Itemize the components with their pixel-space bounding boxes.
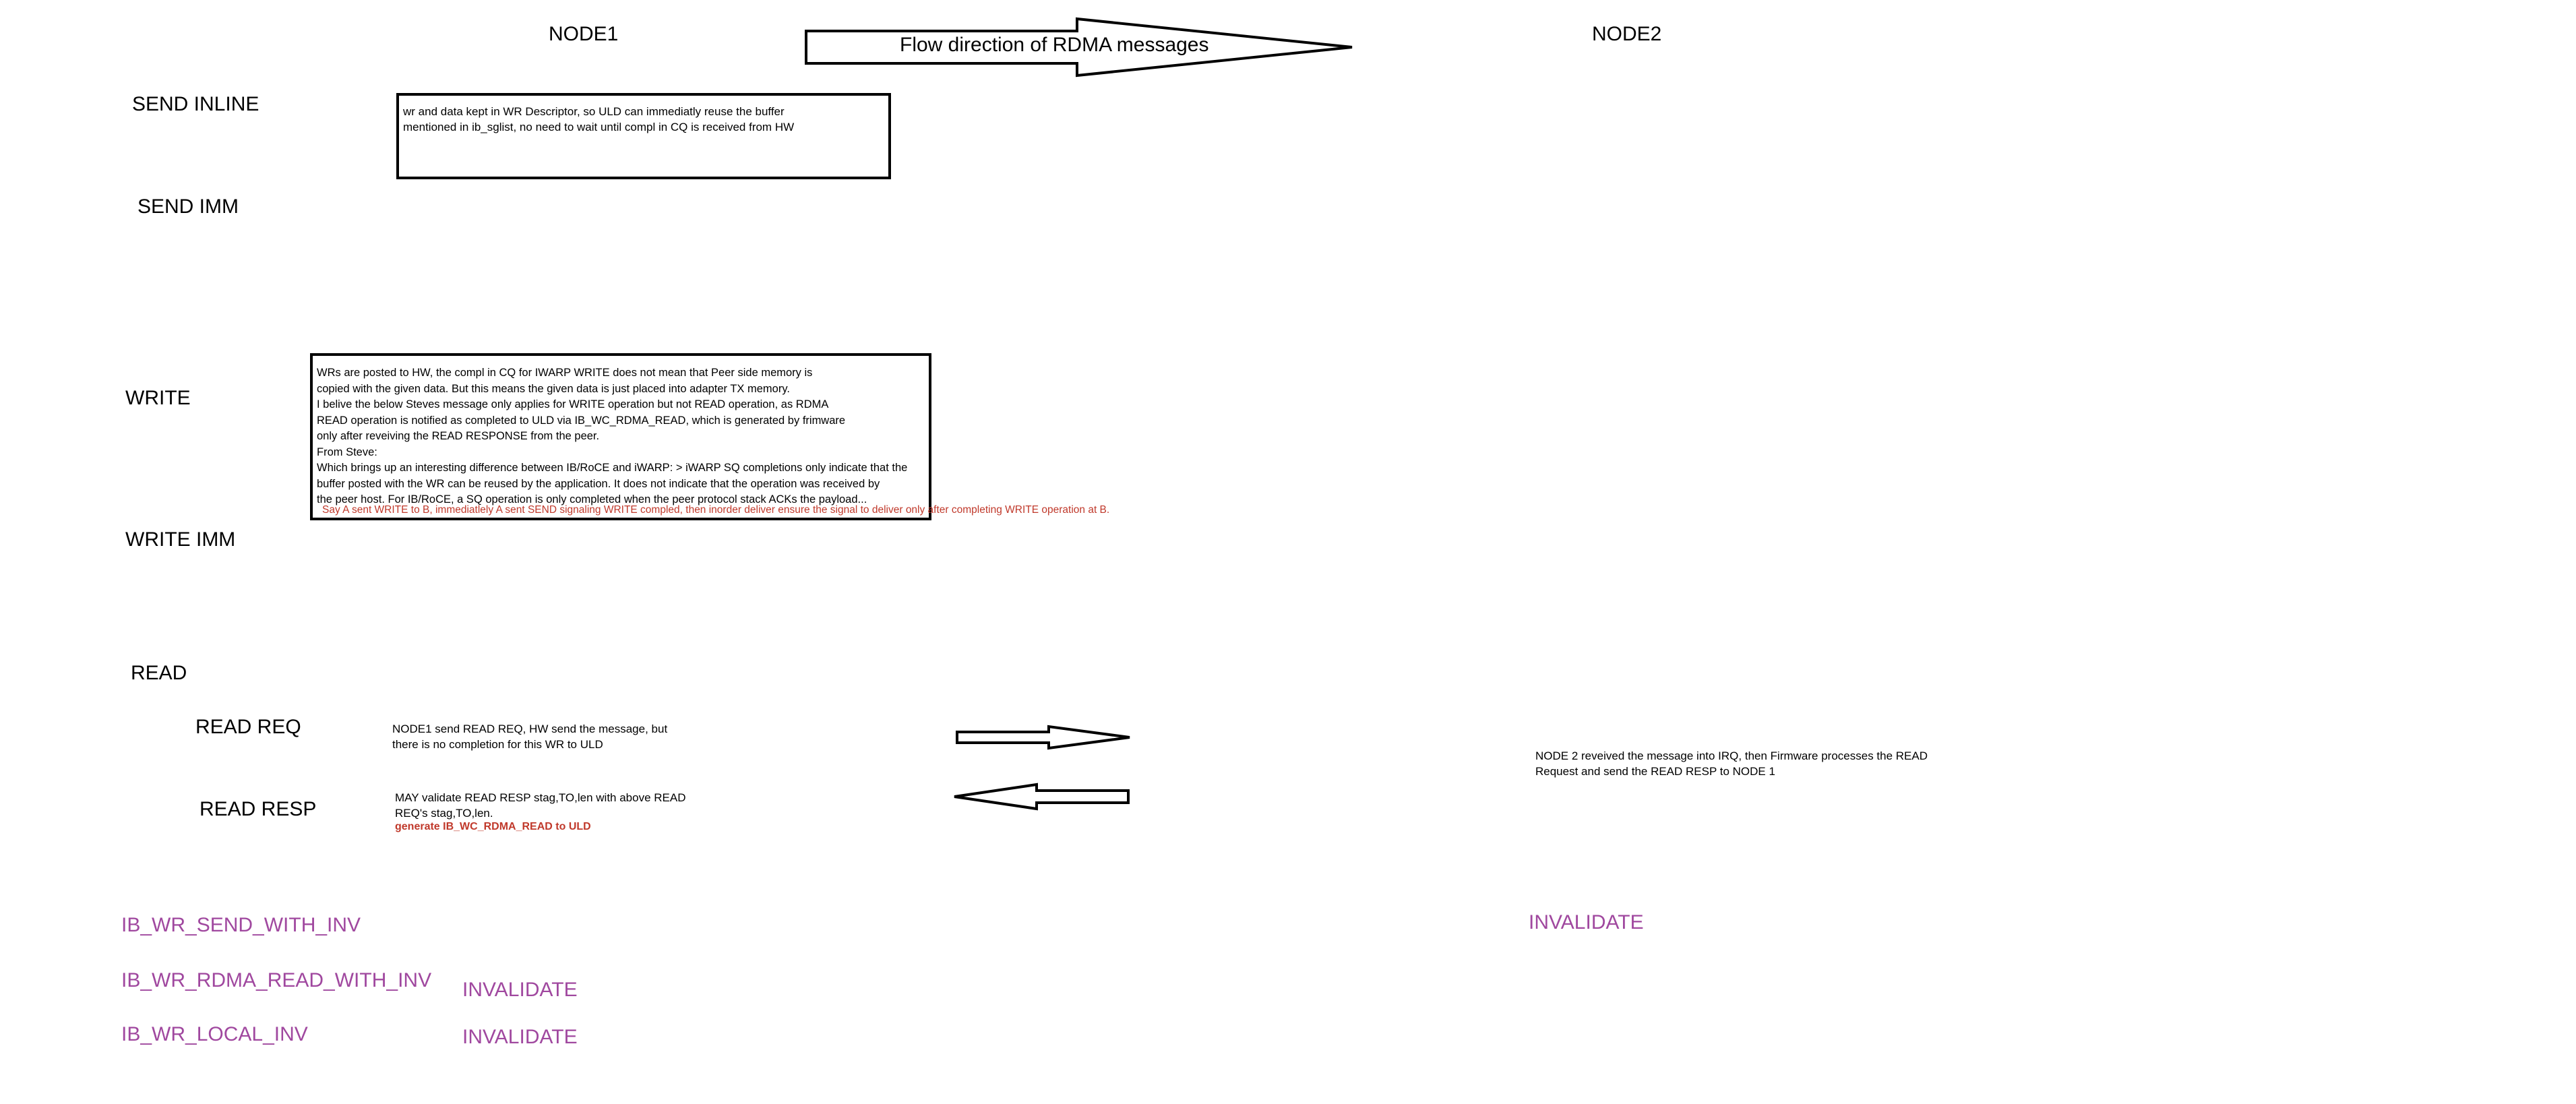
read-resp-red-note: generate IB_WC_RDMA_READ to ULD (395, 821, 591, 832)
invalidate-node2: INVALIDATE (1529, 911, 1644, 933)
row-label-write-imm: WRITE IMM (125, 528, 236, 551)
invalidate-local: INVALIDATE (462, 1026, 578, 1048)
row-label-send-imm: SEND IMM (137, 195, 239, 218)
flow-direction-arrow (805, 17, 1353, 78)
row-label-send-inline: SEND INLINE (132, 93, 259, 115)
node2-header: NODE2 (1592, 23, 1662, 45)
row-label-read-req: READ REQ (195, 716, 301, 738)
ib-wr-local-inv: IB_WR_LOCAL_INV (121, 1023, 308, 1045)
read-resp-node1-note: MAY validate READ RESP stag,TO,len with … (395, 791, 686, 820)
read-req-node2-note: NODE 2 reveived the message into IRQ, th… (1535, 749, 1928, 778)
read-req-arrow (956, 725, 1130, 750)
row-label-write: WRITE (125, 387, 191, 409)
write-red-note: Say A sent WRITE to B, immediatlely A se… (322, 504, 1110, 516)
ib-wr-send-with-inv: IB_WR_SEND_WITH_INV (121, 914, 361, 936)
node1-header: NODE1 (549, 23, 619, 45)
send-inline-note-text: wr and data kept in WR Descriptor, so UL… (403, 105, 795, 133)
flow-direction-label: Flow direction of RDMA messages (900, 34, 1209, 56)
read-resp-arrow (954, 783, 1130, 811)
read-req-node1-note: NODE1 send READ REQ, HW send the message… (392, 723, 668, 751)
invalidate-rdma-read: INVALIDATE (462, 979, 578, 1001)
write-note-text: WRs are posted to HW, the compl in CQ fo… (317, 367, 908, 505)
row-label-read-resp: READ RESP (200, 798, 317, 820)
send-inline-note-box: wr and data kept in WR Descriptor, so UL… (396, 93, 891, 179)
write-note-box: WRs are posted to HW, the compl in CQ fo… (310, 353, 931, 520)
ib-wr-rdma-read-with-inv: IB_WR_RDMA_READ_WITH_INV (121, 969, 432, 991)
row-label-read: READ (131, 662, 187, 684)
